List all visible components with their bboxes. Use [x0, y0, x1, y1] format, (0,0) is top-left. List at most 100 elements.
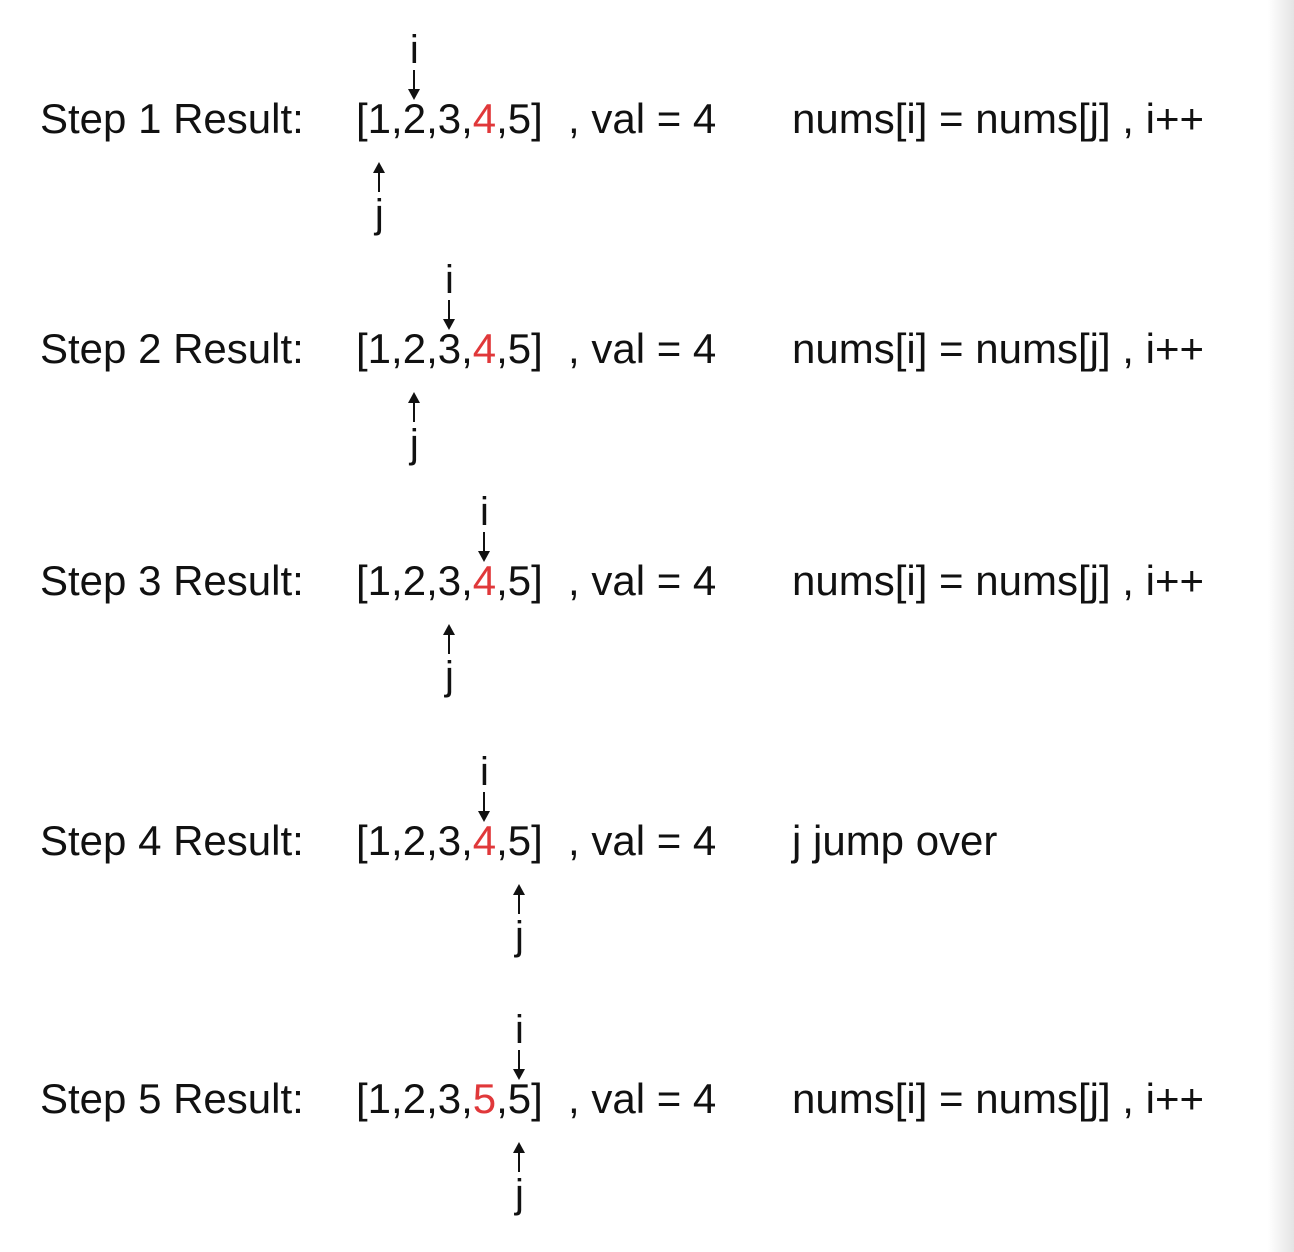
arrow-up-icon: [513, 1142, 526, 1172]
array-element: 3: [437, 817, 462, 864]
array-comma: ,: [391, 817, 403, 864]
bracket-open: [: [356, 95, 368, 142]
val-assignment: , val = 4: [568, 557, 717, 604]
step-label: Step 2 Result:: [40, 325, 304, 372]
array-comma: ,: [391, 557, 403, 604]
bracket-close: ]: [531, 325, 543, 372]
array-element: 4: [472, 95, 497, 142]
step-label: Step 5 Result:: [40, 1075, 304, 1122]
array-comma: ,: [391, 1075, 403, 1122]
array-display: [1,2,3,4,5]: [356, 556, 543, 606]
arrow-up-icon: [443, 624, 456, 654]
bracket-close: ]: [531, 1075, 543, 1122]
array-comma: ,: [461, 557, 473, 604]
arrow-up-icon: [513, 884, 526, 914]
bracket-close: ]: [531, 95, 543, 142]
step-description: nums[i] = nums[j] , i++: [792, 557, 1205, 604]
array-display: [1,2,3,4,5]: [356, 94, 543, 144]
pointer-j-label: j: [515, 914, 524, 958]
array-comma: ,: [461, 817, 473, 864]
step-row: Step 2 Result: [1,2,3,4,5] , val = 4 nums[i…: [0, 238, 1294, 478]
array-comma: ,: [496, 817, 508, 864]
array-comma: ,: [461, 325, 473, 372]
array-display: [1,2,3,4,5]: [356, 816, 543, 866]
step-description: nums[i] = nums[j] , i++: [792, 95, 1205, 142]
step-label: Step 4 Result:: [40, 817, 304, 864]
pointer-j-label: j: [444, 654, 454, 698]
val-assignment: , val = 4: [568, 817, 717, 864]
array-comma: ,: [426, 817, 438, 864]
array-element: 1: [367, 95, 392, 142]
array-element: 5: [507, 557, 532, 604]
array-element: 4: [472, 817, 497, 864]
step-description: j jump over: [792, 817, 998, 864]
array-element: 5: [472, 1075, 497, 1122]
array-comma: ,: [461, 95, 473, 142]
pointer-j-label: j: [409, 422, 419, 466]
step-label: Step 3 Result:: [40, 557, 304, 604]
pointer-i-label: i: [444, 258, 454, 302]
bracket-open: [: [356, 1075, 368, 1122]
array-comma: ,: [426, 325, 438, 372]
array-element: 2: [402, 325, 427, 372]
array-element: 4: [472, 325, 497, 372]
step-label: Step 1 Result:: [40, 95, 304, 142]
array-comma: ,: [426, 557, 438, 604]
array-element: 5: [507, 325, 532, 372]
array-element: 3: [437, 95, 462, 142]
bracket-close: ]: [531, 817, 543, 864]
arrow-up-icon: [373, 162, 386, 192]
array-comma: ,: [391, 325, 403, 372]
array-element: 4: [472, 557, 497, 604]
array-element: 1: [367, 325, 392, 372]
arrow-down-icon: [408, 70, 421, 100]
array-element: 2: [402, 1075, 427, 1122]
bracket-open: [: [356, 557, 368, 604]
val-assignment: , val = 4: [568, 95, 717, 142]
pointer-j-label: j: [515, 1172, 524, 1216]
array-element: 1: [367, 557, 392, 604]
array-comma: ,: [496, 95, 508, 142]
pointer-j-label: j: [374, 192, 384, 236]
val-assignment: , val = 4: [568, 1075, 717, 1122]
array-element: 5: [507, 817, 532, 864]
array-comma: ,: [426, 95, 438, 142]
array-comma: ,: [426, 1075, 438, 1122]
val-assignment: , val = 4: [568, 325, 717, 372]
arrow-down-icon: [478, 532, 491, 562]
array-element: 2: [402, 95, 427, 142]
bracket-close: ]: [531, 557, 543, 604]
array-element: 1: [367, 817, 392, 864]
arrow-down-icon: [513, 1050, 526, 1080]
array-element: 3: [437, 1075, 462, 1122]
array-comma: ,: [496, 1075, 508, 1122]
array-element: 2: [402, 557, 427, 604]
arrow-up-icon: [408, 392, 421, 422]
pointer-i-label: i: [409, 28, 419, 72]
array-display: [1,2,3,4,5]: [356, 324, 543, 374]
array-element: 3: [437, 557, 462, 604]
array-element: 2: [402, 817, 427, 864]
bracket-open: [: [356, 817, 368, 864]
bracket-open: [: [356, 325, 368, 372]
arrow-down-icon: [478, 792, 491, 822]
pointer-i-label: i: [515, 1008, 524, 1052]
array-display: [1,2,3,5,5]: [356, 1074, 543, 1124]
step-description: nums[i] = nums[j] , i++: [792, 1075, 1205, 1122]
pointer-i-label: i: [479, 750, 489, 794]
array-element: 1: [367, 1075, 392, 1122]
array-element: 5: [507, 95, 532, 142]
array-element: 5: [507, 1075, 532, 1122]
pointer-i-label: i: [479, 490, 489, 534]
page-edge-shadow: [1268, 0, 1294, 1252]
array-comma: ,: [496, 557, 508, 604]
array-comma: ,: [391, 95, 403, 142]
step-description: nums[i] = nums[j] , i++: [792, 325, 1205, 372]
arrow-down-icon: [443, 300, 456, 330]
array-comma: ,: [461, 1075, 473, 1122]
array-comma: ,: [496, 325, 508, 372]
